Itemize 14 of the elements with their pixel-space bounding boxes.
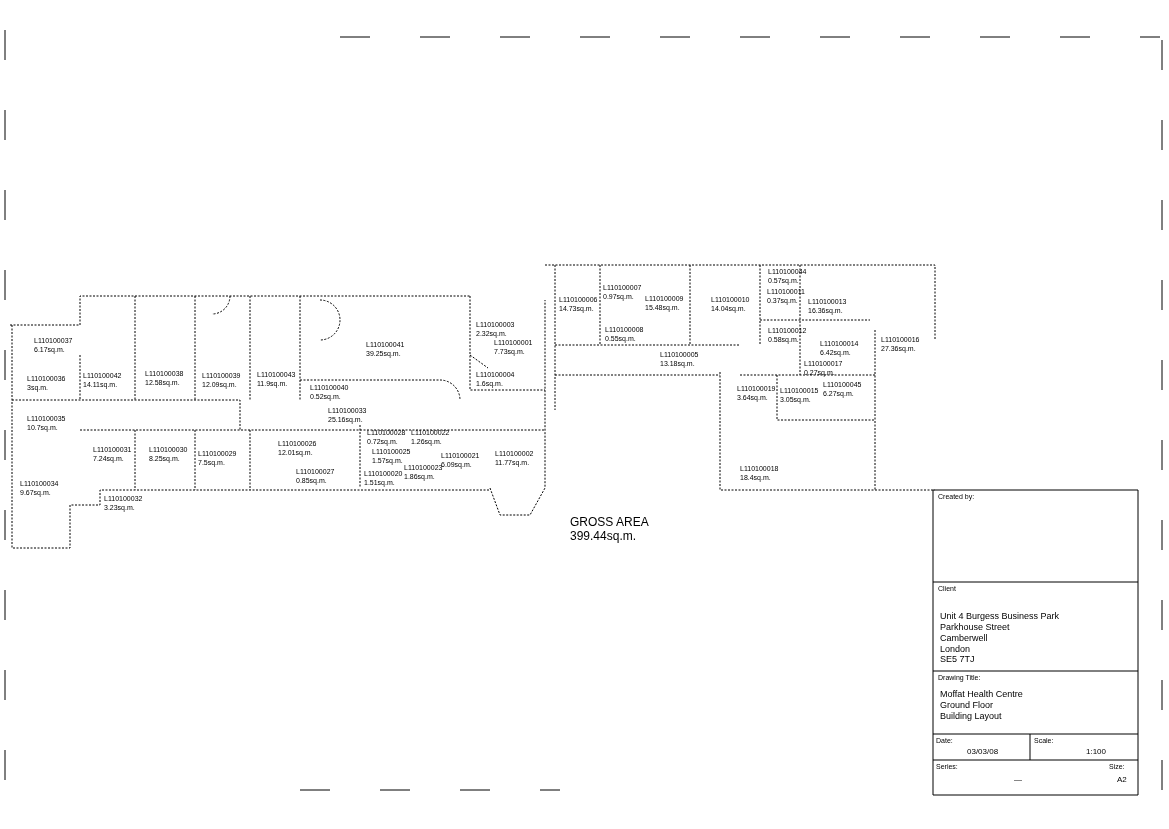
size-value: A2 (1117, 776, 1127, 784)
gross-area-value: 399.44sq.m. (570, 530, 637, 542)
drawing-title-line: Ground Floor (940, 701, 994, 710)
address-line: Parkhouse Street (940, 623, 1010, 632)
drawing-title-line: Building Layout (940, 712, 1002, 721)
scale-value: 1:100 (1086, 748, 1107, 756)
series-value: — (1014, 776, 1022, 784)
date-value: 03/03/08 (967, 748, 999, 756)
address-line: SE5 7TJ (940, 655, 975, 664)
address-line: London (940, 645, 971, 654)
address-line: Camberwell (940, 634, 988, 643)
address-line: Unit 4 Burgess Business Park (940, 612, 1060, 621)
drawing-title-line: Moffat Health Centre (940, 690, 1023, 699)
gross-area-heading: GROSS AREA (570, 516, 649, 528)
